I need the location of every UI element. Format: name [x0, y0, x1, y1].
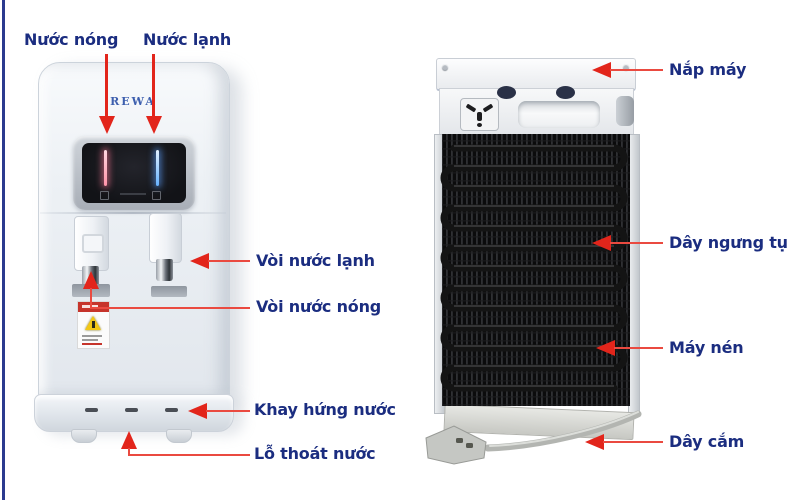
left-border-rule: [2, 0, 5, 500]
arrow-line-voi-nuoc-nong-h: [90, 307, 250, 309]
hot-faucet: [74, 216, 109, 271]
vent-hole: [556, 86, 575, 99]
arrow-line-nap-may: [610, 69, 663, 71]
arrow-head-may-nen: [596, 340, 615, 356]
screw: [623, 64, 629, 70]
socket-slot: [477, 112, 482, 121]
cold-indicator-bar: [156, 150, 159, 186]
sticker-text-line: [82, 335, 102, 337]
label-nuoc-nong: Nước nóng: [24, 30, 119, 49]
recessed-handle: [518, 101, 600, 128]
arrow-head-day-ngung-tu: [592, 235, 611, 251]
hot-button-icon: [100, 191, 109, 200]
arrow-line-voi-nuoc-lanh: [208, 260, 250, 262]
arrow-line-day-cam: [603, 441, 663, 443]
socket-slot: [482, 103, 494, 113]
tray-slot: [165, 408, 178, 412]
arrow-line-khay-hung-nuoc: [206, 410, 250, 412]
hot-indicator-bar: [104, 150, 107, 186]
back-pipe: [616, 96, 634, 126]
arrow-head-lo-thoat-nuoc: [121, 431, 137, 449]
arrow-line-lo-thoat-nuoc-v: [128, 448, 130, 456]
arrow-line-may-nen: [614, 347, 663, 349]
brand-logo: REWA: [110, 95, 156, 108]
screen-caption-mark: [120, 193, 146, 195]
screw: [442, 64, 448, 70]
cold-faucet: [149, 213, 182, 263]
arrow-head-nuoc-lanh: [146, 116, 162, 134]
label-may-nen: Máy nén: [669, 338, 744, 357]
hot-faucet-button: [82, 234, 104, 253]
tray-slot: [125, 408, 138, 412]
cold-button-icon: [152, 191, 161, 200]
sticker-text-line: [82, 343, 102, 345]
cold-faucet-spout: [156, 259, 173, 281]
socket-slot: [465, 103, 477, 113]
label-khay-hung-nuoc: Khay hứng nước: [254, 400, 396, 419]
front-foot: [166, 429, 192, 443]
label-voi-nuoc-lanh: Vòi nước lạnh: [256, 251, 375, 270]
arrow-head-nap-may: [592, 62, 611, 78]
arrow-line-voi-nuoc-nong-v: [90, 288, 92, 309]
label-voi-nuoc-nong: Vòi nước nóng: [256, 297, 382, 316]
socket-slot: [477, 123, 482, 127]
arrow-line-day-ngung-tu: [610, 242, 663, 244]
label-lo-thoat-nuoc: Lỗ thoát nước: [254, 444, 376, 463]
power-cord: [425, 410, 642, 465]
arrow-head-voi-nuoc-nong: [83, 271, 99, 289]
label-nuoc-lanh: Nước lạnh: [143, 30, 232, 49]
warning-triangle-icon: [85, 316, 101, 330]
body-seam: [40, 212, 226, 214]
label-day-cam: Dây cắm: [669, 432, 745, 451]
front-foot: [71, 429, 97, 443]
arrow-line-nuoc-lanh: [152, 54, 155, 118]
dispenser-front-body: [38, 62, 230, 398]
condenser-coil: [440, 134, 630, 406]
label-day-ngung-tu: Dây ngưng tụ: [669, 233, 788, 252]
power-socket: [460, 98, 499, 131]
right-recess-slot: [151, 286, 187, 297]
arrow-head-voi-nuoc-lanh: [190, 253, 209, 269]
arrow-line-nuoc-nong: [105, 54, 108, 118]
power-plug: [425, 425, 487, 465]
label-nap-may: Nắp máy: [669, 60, 747, 79]
arrow-head-nuoc-nong: [99, 116, 115, 134]
arrow-head-khay-hung-nuoc: [188, 403, 207, 419]
tray-slot: [85, 408, 98, 412]
arrow-line-lo-thoat-nuoc-h: [128, 454, 250, 456]
sticker-text-line: [82, 339, 98, 341]
vent-hole: [497, 86, 516, 99]
arrow-head-day-cam: [585, 434, 604, 450]
